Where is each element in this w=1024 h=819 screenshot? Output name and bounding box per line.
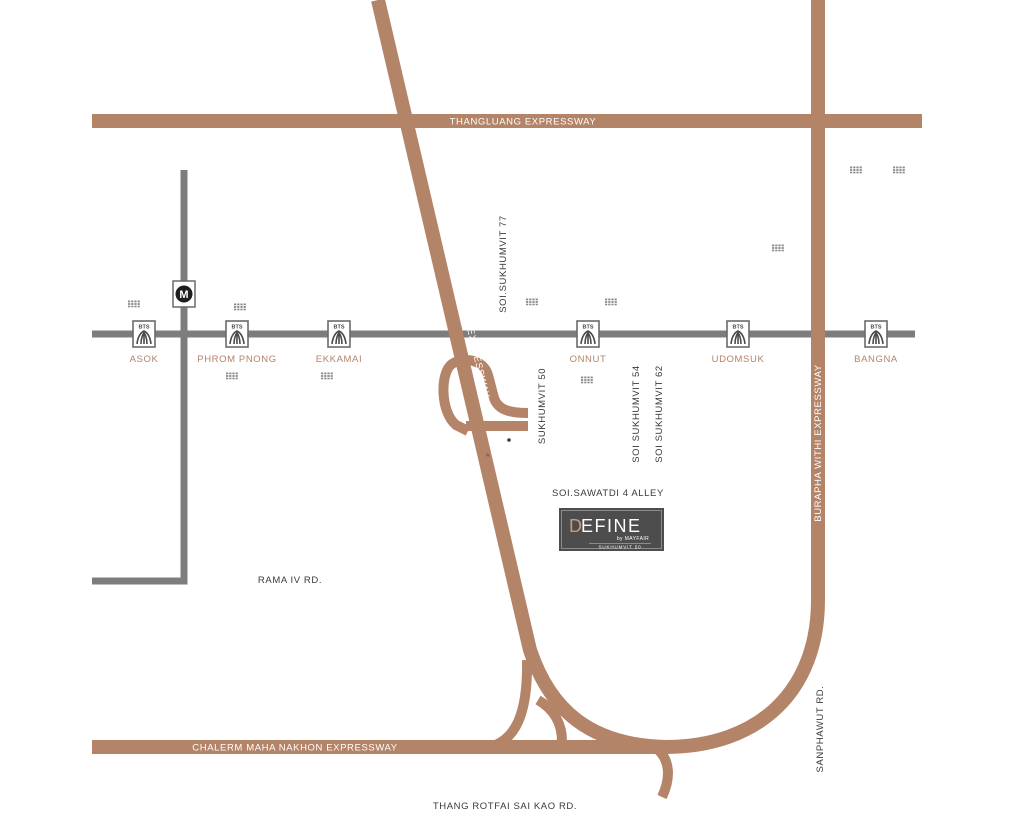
bts-station-phrom-pnong: BTS PHROM PNONG	[197, 320, 276, 365]
station-label: ONNUT	[570, 354, 607, 365]
bts-icon-text: BTS	[733, 325, 744, 331]
bts-icon-text: BTS	[334, 325, 345, 331]
building-icon	[850, 166, 862, 174]
station-label: UDOMSUK	[712, 354, 765, 365]
interchange-loop	[438, 355, 529, 436]
bts-train-icon	[580, 330, 596, 345]
bts-station-ekkamai: BTS EKKAMAI	[316, 320, 362, 365]
logo-byline: by MAYFAIR	[617, 536, 649, 542]
building-icon	[772, 244, 784, 252]
building-icon	[226, 372, 238, 380]
soi50-label: SUKHUMVIT 50	[537, 368, 548, 444]
logo-subtitle: SUKHUMVIT 50	[599, 545, 642, 550]
soi54-label: SOI SUKHUMVIT 54	[631, 365, 642, 463]
marker-dot	[507, 438, 511, 442]
chalerm-label: CHALERM MAHA NAKHON EXPRESSWAY	[192, 743, 397, 754]
building-icon	[234, 303, 246, 311]
soi62-label: SOI SUKHUMVIT 62	[654, 365, 665, 463]
station-label: BANGNA	[854, 354, 898, 365]
bts-station-asok: BTS ASOK	[130, 320, 159, 365]
sawatdi-label: SOI.SAWATDI 4 ALLEY	[552, 488, 664, 499]
marker-tick: ^	[486, 454, 490, 461]
bts-station-onnut: BTS ONNUT	[570, 320, 607, 365]
burapha-expressway	[664, 0, 825, 754]
rotfai-label: THANG ROTFAI SAI KAO RD.	[433, 801, 577, 812]
bts-icon-text: BTS	[583, 325, 594, 331]
burapha-label: BURAPHA WITHI EXPRESSWAY	[813, 364, 824, 522]
station-label: ASOK	[130, 354, 159, 365]
project-logo[interactable]: D EFINE by MAYFAIR SUKHUMVIT 50	[559, 508, 664, 551]
mrt-line	[92, 170, 188, 585]
building-icon	[605, 298, 617, 306]
building-clusters	[128, 166, 905, 384]
bts-train-icon	[730, 330, 746, 345]
logo-initial: D	[569, 516, 582, 536]
building-icon	[893, 166, 905, 174]
building-icon	[581, 376, 593, 384]
station-label: PHROM PNONG	[197, 354, 276, 365]
logo-name: EFINE	[581, 516, 642, 536]
bts-station-bangna: BTS BANGNA	[854, 320, 898, 365]
sanphawut-label: SANPHAWUT RD.	[815, 686, 826, 773]
bts-train-icon	[136, 330, 152, 345]
bts-train-icon	[868, 330, 884, 345]
building-icon	[128, 300, 140, 308]
bts-icon-text: BTS	[232, 325, 243, 331]
ramintra-expressway	[371, 0, 666, 754]
mrt-station-icon: M	[172, 280, 196, 308]
svg-text:M: M	[179, 289, 188, 301]
soi77-label: SOI.SUKHUMVIT 77	[498, 215, 509, 313]
ramintra-ramp-right	[535, 695, 567, 742]
bts-train-icon	[229, 330, 245, 345]
station-label: EKKAMAI	[316, 354, 362, 365]
building-icon	[526, 298, 538, 306]
ramintra-ramp-left	[488, 659, 533, 752]
thangluang-label: THANGLUANG EXPRESSWAY	[450, 117, 597, 128]
bts-station-udomsuk: BTS UDOMSUK	[712, 320, 765, 365]
bts-icon-text: BTS	[139, 325, 150, 331]
bts-icon-text: BTS	[871, 325, 882, 331]
burapha-ramp	[651, 743, 673, 800]
rama4-label: RAMA IV RD.	[258, 575, 322, 586]
building-icon	[321, 372, 333, 380]
bts-train-icon	[331, 330, 347, 345]
